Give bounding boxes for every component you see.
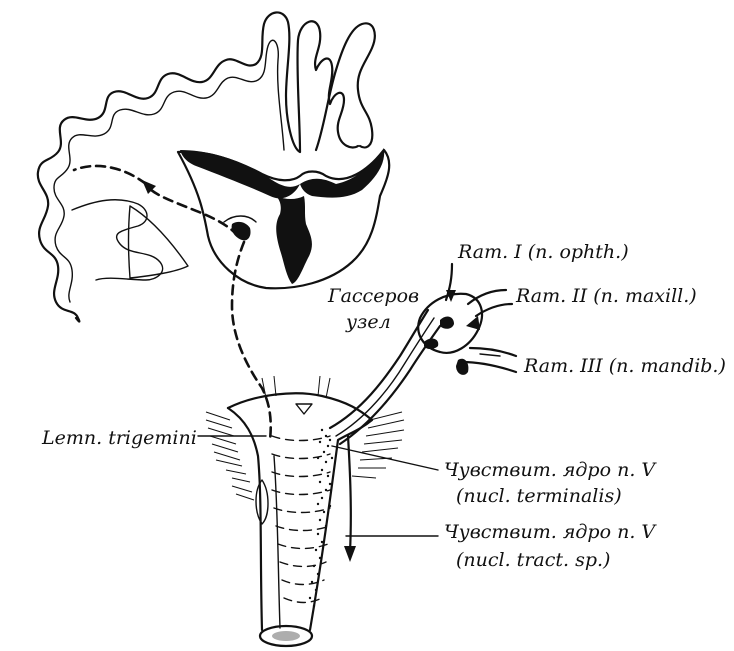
trigeminal-nerve [330,264,516,562]
label-ram-1: Ram. I (n. ophth.) [457,241,629,263]
lemniscus-ascending [232,242,271,440]
label-lemniscus: Lemn. trigemini [41,427,197,449]
ventricle-block [178,148,389,288]
medulla-left-edge [228,408,262,630]
label-ram-2: Ram. II (n. maxill.) [515,285,697,307]
olive-left [256,480,268,524]
label-nucleus-terminalis-2: (nucl. terminalis) [456,485,622,507]
medulla-inner-edge [274,456,280,628]
spinal-tract-arrowhead [344,546,356,562]
internal-capsule-line [224,216,256,222]
insula-region [129,206,189,278]
label-nucleus-terminalis-1: Чувствит. ядро n. V [444,459,657,481]
lemniscus-pathway [74,166,271,440]
third-ventricle [276,196,312,284]
fourth-ventricle-notch [296,404,312,414]
cortical-terminal-arc [74,166,146,184]
medulla-cross-section-fill [272,631,300,641]
label-nucleus-tract-1: Чувствит. ядро n. V [444,521,657,543]
label-nucleus-tract-2: (nucl. tract. sp.) [456,549,610,571]
lateral-ventricle-left [180,150,300,198]
label-gasserian-line-1: Гассеров [327,285,419,307]
lateral-sulcus [72,200,163,280]
lateral-ventricle-right [300,148,384,198]
ganglion-cell-1 [440,317,454,329]
nucleus-section-dashes [272,436,330,603]
spinal-tract-line [348,436,351,552]
label-gasserian-line-2: узел [345,311,391,333]
contralateral-cortex [316,23,375,150]
ramus-3-branch-c [480,354,500,356]
ramus-2-arrowhead [466,316,480,330]
sensory-nucleus-stipple [309,429,333,607]
thalamocortical-projection [146,184,238,236]
label-ram-3: Ram. III (n. mandib.) [523,355,726,377]
ramus-3-branch-b [462,362,516,372]
ganglion-cell-2 [424,339,438,349]
